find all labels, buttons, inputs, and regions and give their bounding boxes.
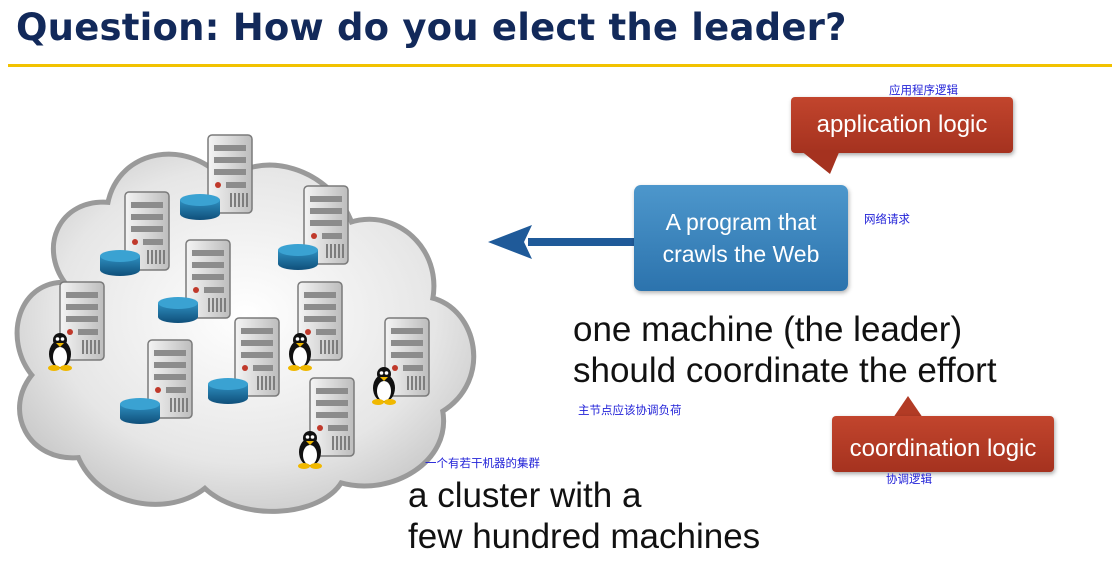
leader-text: one machine (the leader) should coordina…	[573, 309, 997, 391]
web-crawler-program-box: A program that crawls the Web	[634, 185, 848, 291]
application-logic-label: application logic	[816, 111, 988, 138]
application-logic-pointer	[800, 150, 840, 174]
program-line-1: A program that	[665, 209, 817, 235]
annotation-coordination-logic-cn: 协调逻辑	[886, 472, 932, 486]
coordination-logic-pointer	[893, 396, 923, 418]
cluster-line-1: a cluster with a	[408, 476, 642, 515]
cluster-line-2: few hundred machines	[408, 517, 761, 556]
left-arrow	[488, 225, 638, 259]
annotation-leader-cn: 主节点应该协调负荷	[578, 403, 682, 417]
annotation-web-request-cn: 网络请求	[864, 212, 910, 226]
annotation-application-logic-cn: 应用程序逻辑	[889, 83, 958, 97]
cluster-cloud-illustration	[14, 134, 477, 514]
title-underline	[8, 64, 1112, 67]
coordination-logic-callout: coordination logic	[832, 416, 1054, 472]
leader-line-1: one machine (the leader)	[573, 310, 963, 349]
program-line-2: crawls the Web	[662, 241, 820, 267]
cluster-text: a cluster with a few hundred machines	[408, 475, 760, 557]
application-logic-callout: application logic	[791, 97, 1013, 153]
leader-line-2: should coordinate the effort	[573, 351, 997, 390]
annotation-cluster-cn: 一个有若干机器的集群	[425, 456, 540, 470]
slide-title: Question: How do you elect the leader?	[16, 6, 847, 49]
coordination-logic-label: coordination logic	[849, 435, 1037, 462]
